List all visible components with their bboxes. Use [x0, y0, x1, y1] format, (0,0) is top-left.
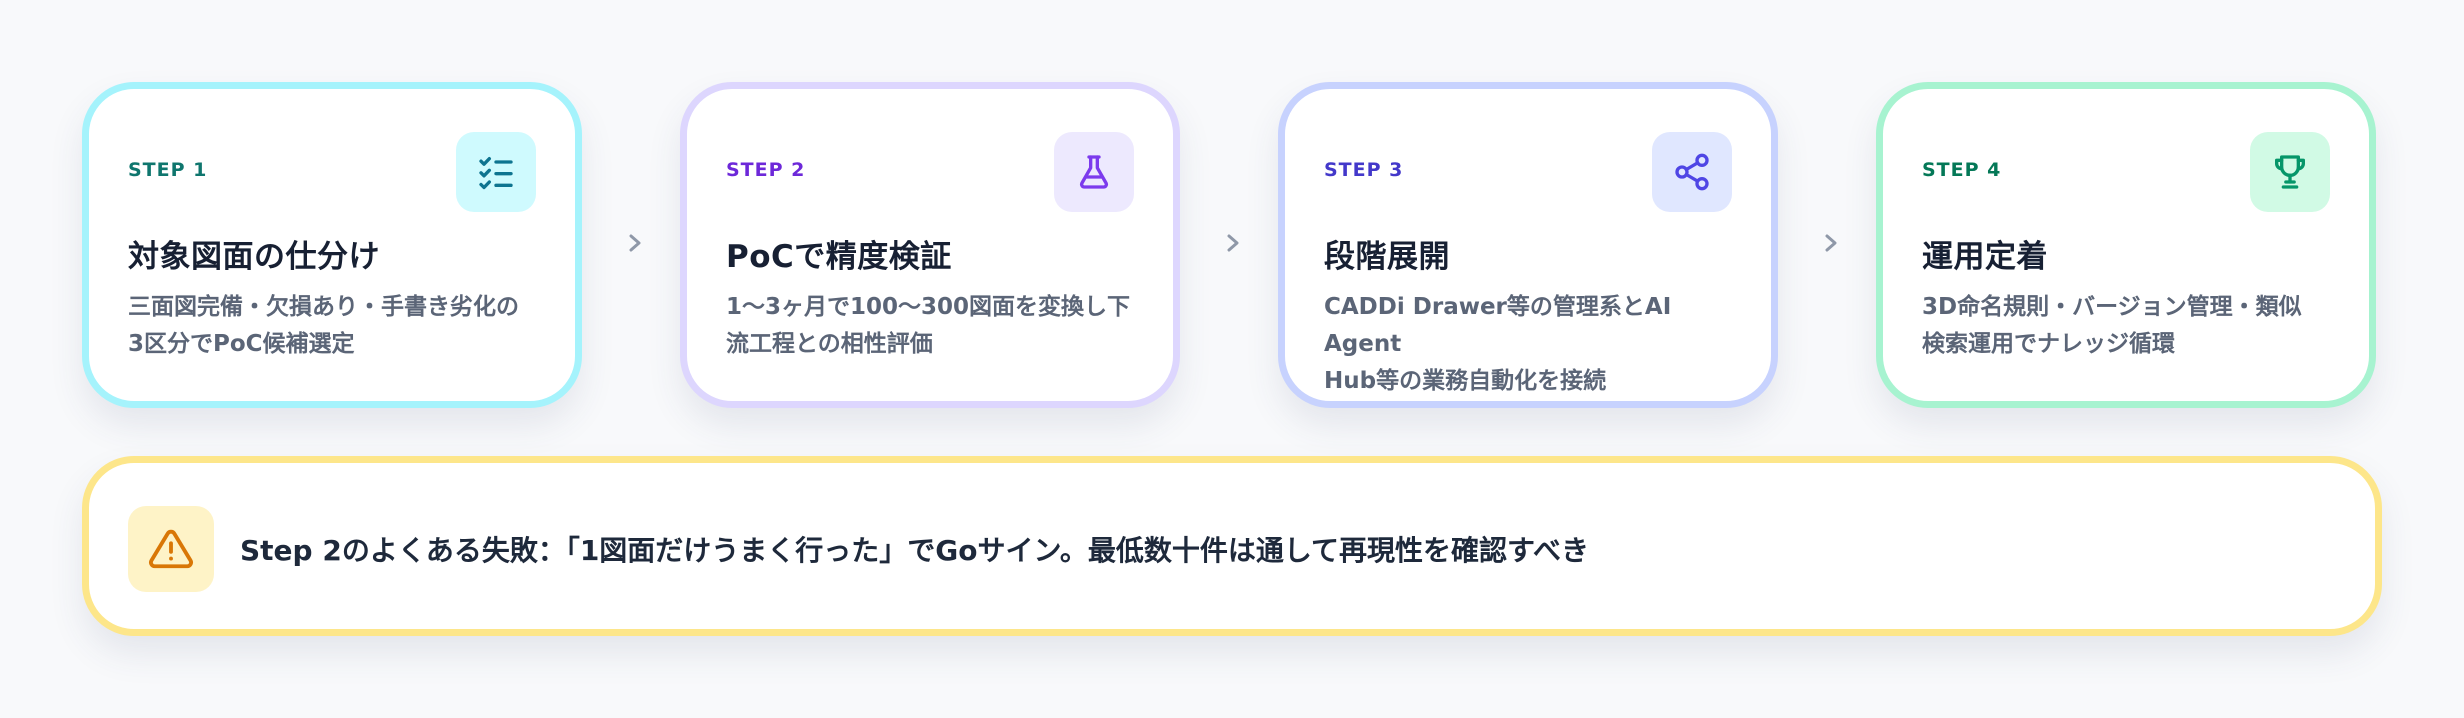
- step-label: STEP 3: [1324, 159, 1404, 181]
- step-icon-box: [2250, 132, 2330, 212]
- warning-text: Step 2のよくある失敗：「1図面だけうまく行った」でGoサイン。最低数十件は…: [240, 534, 1590, 567]
- step-label: STEP 1: [128, 159, 208, 181]
- step-card-1: STEP 1 対象図面の仕分け 三面図完備・欠損あり・手書き劣化の 3区分でPo…: [82, 82, 582, 408]
- chevron-right-icon: [620, 228, 650, 258]
- step-icon-box: [1652, 132, 1732, 212]
- step-label: STEP 4: [1922, 159, 2002, 181]
- step-title: PoCで精度検証: [726, 239, 952, 275]
- step-label: STEP 2: [726, 159, 806, 181]
- step-card-2: STEP 2 PoCで精度検証 1〜3ヶ月で100〜300図面を変換し下 流工程…: [680, 82, 1180, 408]
- step-flow: STEP 1 対象図面の仕分け 三面図完備・欠損あり・手書き劣化の 3区分でPo…: [82, 82, 2382, 408]
- trophy-icon: [2275, 155, 2305, 189]
- step-icon-box: [456, 132, 536, 212]
- step-title: 運用定着: [1922, 239, 2048, 275]
- step-icon-box: [1054, 132, 1134, 212]
- share-icon: [1675, 153, 1709, 191]
- step-title: 対象図面の仕分け: [128, 239, 380, 275]
- chevron-right-icon: [1816, 228, 1846, 258]
- warning-icon-box: [128, 506, 214, 592]
- step-description: CADDi Drawer等の管理系とAI Agent Hub等の業務自動化を接続: [1324, 294, 1672, 394]
- warning-banner: Step 2のよくある失敗：「1図面だけうまく行った」でGoサイン。最低数十件は…: [82, 456, 2382, 636]
- checklist-icon: [479, 157, 513, 190]
- step-description: 三面図完備・欠損あり・手書き劣化の 3区分でPoC候補選定: [128, 294, 519, 357]
- chevron-right-icon: [1218, 228, 1248, 258]
- step-description: 1〜3ヶ月で100〜300図面を変換し下 流工程との相性評価: [726, 294, 1131, 357]
- step-description: 3D命名規則・バージョン管理・類似 検索運用でナレッジ循環: [1922, 294, 2302, 357]
- step-card-3: STEP 3 段階展開 CADDi Drawer等の管理系とAI Agent H…: [1278, 82, 1778, 408]
- step-card-4: STEP 4 運用定着 3D命名規則・バージョン管理・類似 検索運用でナレッジ循…: [1876, 82, 2376, 408]
- warning-icon: [149, 529, 193, 569]
- step-title: 段階展開: [1324, 239, 1450, 275]
- flask-icon: [1079, 155, 1109, 189]
